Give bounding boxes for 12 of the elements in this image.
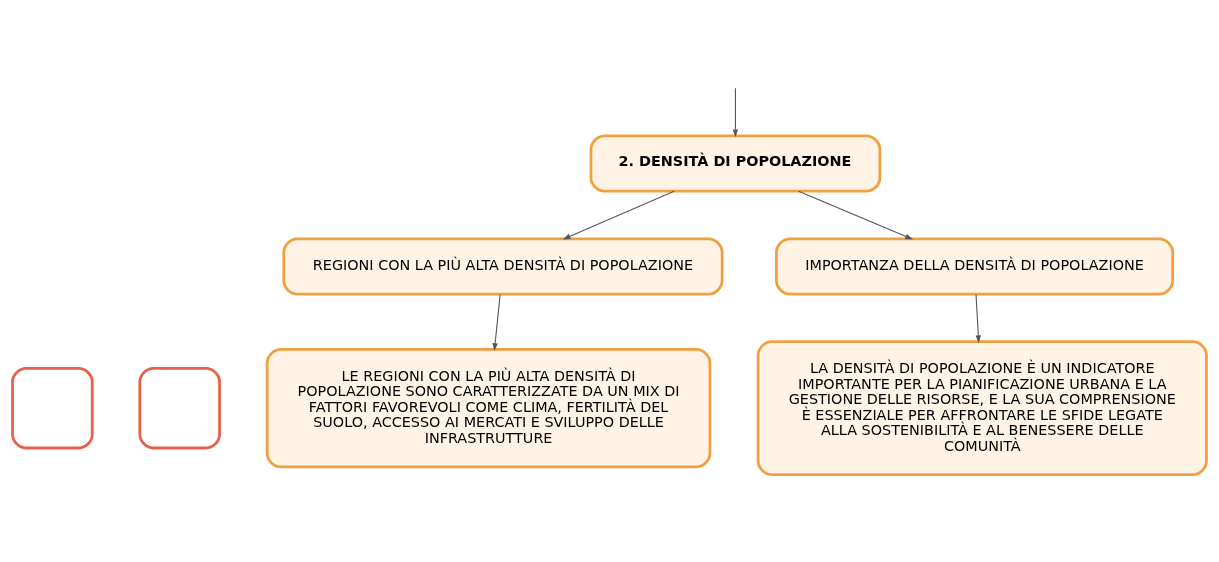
arrow xyxy=(975,293,982,344)
arrow xyxy=(562,190,675,240)
node-box: LA DENSITÀ DI POPOLAZIONE È UN INDICATORE IMPORTANTE PER LA PIANIFICAZIONE URBANA E LA GESTIONE DELLE RISORSE, E LA SUA COMPRENSIONE È ESSENZIALE PER AFFRONTARE LE SFIDE LEGATE ALLA SOSTENIBILITÀ E AL BENESSERE DELLE COMUNITÀ xyxy=(756,340,1208,476)
node-box: IMPORTANZA DELLA DENSITÀ DI POPOLAZIONE xyxy=(775,237,1175,296)
node-box: LE REGIONI CON LA PIÙ ALTA DENSITÀ DI POPOLAZIONE SONO CARATTERIZZATE DA UN MIX DI FATTORI FAVOREVOLI COME CLIMA, FERTILITÀ DEL SUOLO, ACCESSO AI MERCATI E SVILUPPO DELLE INFRASTRUTTURE xyxy=(265,348,712,469)
arrow xyxy=(732,87,739,138)
arrow xyxy=(798,190,913,240)
node-box: 2. DENSITÀ DI POPOLAZIONE xyxy=(589,134,882,193)
arrow xyxy=(492,293,501,352)
node-box: REGIONI CON LA PIÙ ALTA DENSITÀ DI POPOLAZIONE xyxy=(282,237,724,296)
node-box xyxy=(11,366,94,450)
node-box xyxy=(138,366,221,450)
